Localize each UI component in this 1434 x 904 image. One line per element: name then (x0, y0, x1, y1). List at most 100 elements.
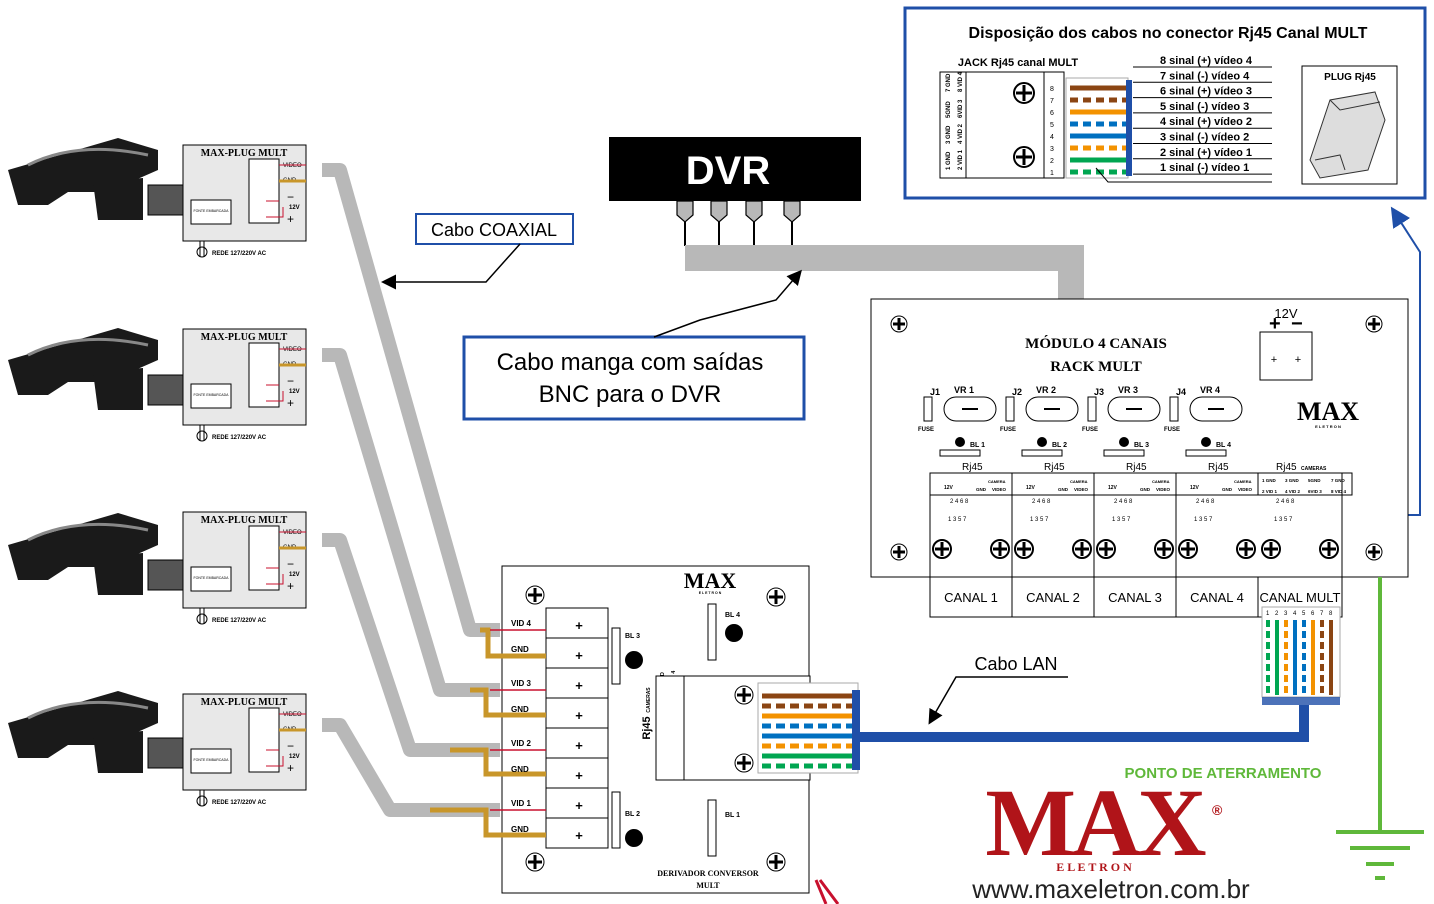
jumper-label: J3 (1094, 387, 1104, 397)
rj45-label: Rj45 (1044, 462, 1065, 473)
gnd-label: GND (511, 705, 529, 714)
plug-pin-number: 8 (1329, 611, 1333, 617)
svg-text:2 4 6 8: 2 4 6 8 (1276, 499, 1295, 505)
svg-text:−: − (287, 739, 294, 753)
svg-text:7 GND: 7 GND (1331, 478, 1346, 483)
signal-label: 2 sinal (+) vídeo 1 (1160, 147, 1252, 159)
channel-label: CANAL 3 (1108, 590, 1162, 605)
jumper-label: J1 (930, 387, 940, 397)
svg-text:−: − (287, 557, 294, 571)
signal-label: 7 sinal (-) vídeo 4 (1160, 70, 1250, 82)
plug-title: MAX-PLUG MULT (201, 148, 288, 159)
svg-text:REDE 127/220V AC: REDE 127/220V AC (212, 800, 267, 806)
vid-label: VID 4 (511, 619, 532, 628)
max-plug-box-2: MAX-PLUG MULT VIDEO GND 12V − + FONTE EM… (182, 328, 307, 442)
vid-label: VID 2 (511, 739, 532, 748)
svg-text:+: + (575, 798, 583, 813)
svg-text:+: + (1271, 354, 1277, 366)
bl-label: BL 3 (1134, 442, 1149, 449)
bl-label: BL 4 (1216, 442, 1231, 449)
plug-pin-number: 1 (1266, 611, 1270, 617)
svg-text:1 3 5 7: 1 3 5 7 (1112, 517, 1131, 523)
jack-pin-label: 4 VID 2 (958, 123, 964, 144)
dvr-label: DVR (686, 149, 771, 193)
rj45-mult-label: Rj45 (1276, 462, 1297, 473)
svg-text:GND: GND (976, 487, 987, 492)
red-wires (490, 629, 546, 811)
camera-4 (8, 691, 189, 773)
max-plug-box-4: MAX-PLUG MULT VIDEO GND 12V − + FONTE EM… (182, 693, 307, 807)
svg-text:CAMERAS: CAMERAS (1301, 466, 1327, 472)
svg-text:Cabo COAXIAL: Cabo COAXIAL (431, 220, 557, 240)
pin-number: 3 (1050, 146, 1054, 153)
svg-text:MULT: MULT (696, 881, 720, 890)
svg-text:8 VID 4: 8 VID 4 (1331, 489, 1347, 494)
pin-number: 8 (1050, 86, 1054, 93)
plug-pin-number: 3 (1284, 611, 1288, 617)
bnc-connectors (676, 200, 801, 223)
vid-label: VID 3 (511, 679, 532, 688)
rj45-label: Rj45 (962, 462, 983, 473)
vr-label: VR 3 (1118, 385, 1138, 395)
svg-text:+: + (1295, 354, 1301, 366)
signal-label: 8 sinal (+) vídeo 4 (1160, 55, 1253, 67)
jumper (1087, 396, 1097, 422)
svg-text:REDE 127/220V AC: REDE 127/220V AC (212, 618, 267, 624)
svg-text:MAX-PLUG MULT: MAX-PLUG MULT (201, 515, 288, 526)
deriv-bl-led (625, 651, 643, 669)
vid-label: VID 1 (511, 799, 532, 808)
gnd-label: GND (511, 825, 529, 834)
camera-3 (8, 513, 189, 595)
pin-number: 6 (1050, 110, 1054, 117)
svg-text:−: − (287, 190, 294, 204)
module-title-1: MÓDULO 4 CANAIS (1025, 335, 1167, 352)
svg-text:4 VID 2: 4 VID 2 (1285, 489, 1301, 494)
coax-cables (322, 163, 500, 817)
pin-number: 5 (1050, 122, 1054, 129)
svg-text:VIDEO: VIDEO (283, 530, 302, 536)
rj45-label: Rj45 (1208, 462, 1229, 473)
ground-point: PONTO DE ATERRAMENTO (1125, 577, 1424, 880)
pin-number: 1 (1050, 170, 1054, 177)
jack-pin-label: 6VID 3 (958, 99, 964, 118)
bl-led (1201, 437, 1211, 447)
signal-label: 3 sinal (-) vídeo 2 (1160, 132, 1249, 144)
svg-text:1 3 5 7: 1 3 5 7 (1194, 517, 1213, 523)
plug-pin-number: 4 (1293, 611, 1297, 617)
svg-text:VIDEO: VIDEO (1238, 487, 1253, 492)
svg-text:Cabo manga com saídas: Cabo manga com saídas (497, 349, 764, 376)
svg-text:FONTE EMBARCADA: FONTE EMBARCADA (193, 209, 229, 213)
plug-pin-number: 2 (1275, 611, 1279, 617)
signal-label: 5 sinal (-) vídeo 3 (1160, 101, 1249, 113)
module-mount-screws (890, 315, 1383, 561)
pinout-title: Disposição dos cabos no conector Rj45 Ca… (969, 25, 1368, 42)
jack-pin-label: 7 GND (946, 73, 952, 92)
jack-pin-label: 1 GND (946, 151, 952, 170)
vr-label: VR 1 (954, 385, 974, 395)
pin-labels: 2 4 6 8 (1114, 499, 1133, 505)
pin-number: 2 (1050, 158, 1054, 165)
jack-pin-label: 3 GND (946, 125, 952, 144)
pin-labels: 2 4 6 8 (950, 499, 969, 505)
svg-text:CAMERA: CAMERA (988, 479, 1006, 484)
gold-wires (430, 627, 546, 838)
svg-text:GND: GND (1140, 487, 1151, 492)
svg-text:REDE 127/220V AC: REDE 127/220V AC (212, 435, 267, 441)
signal-label: 1 sinal (-) vídeo 1 (1160, 162, 1249, 174)
manga-cable (685, 245, 1084, 300)
module-title-2: RACK MULT (1050, 359, 1142, 375)
lan-cable (858, 705, 1309, 742)
max-logo: MAX ® E L E T R O N www.maxeletron.com.b… (971, 769, 1250, 904)
website: www.maxeletron.com.br (971, 874, 1250, 904)
svg-text:MAX-PLUG MULT: MAX-PLUG MULT (201, 697, 288, 708)
derivador-screws (525, 585, 786, 872)
svg-text:6VID 3: 6VID 3 (1308, 489, 1322, 494)
svg-text:E L E T R O N: E L E T R O N (699, 591, 722, 595)
gnd-label: GND (511, 645, 529, 654)
plug-pin-number: 5 (1302, 611, 1306, 617)
svg-text:+: + (575, 648, 583, 663)
svg-text:CAMERAS: CAMERAS (646, 687, 652, 713)
lan-callout: Cabo LAN (928, 654, 1068, 725)
svg-text:FONTE EMBARCADA: FONTE EMBARCADA (193, 393, 229, 397)
